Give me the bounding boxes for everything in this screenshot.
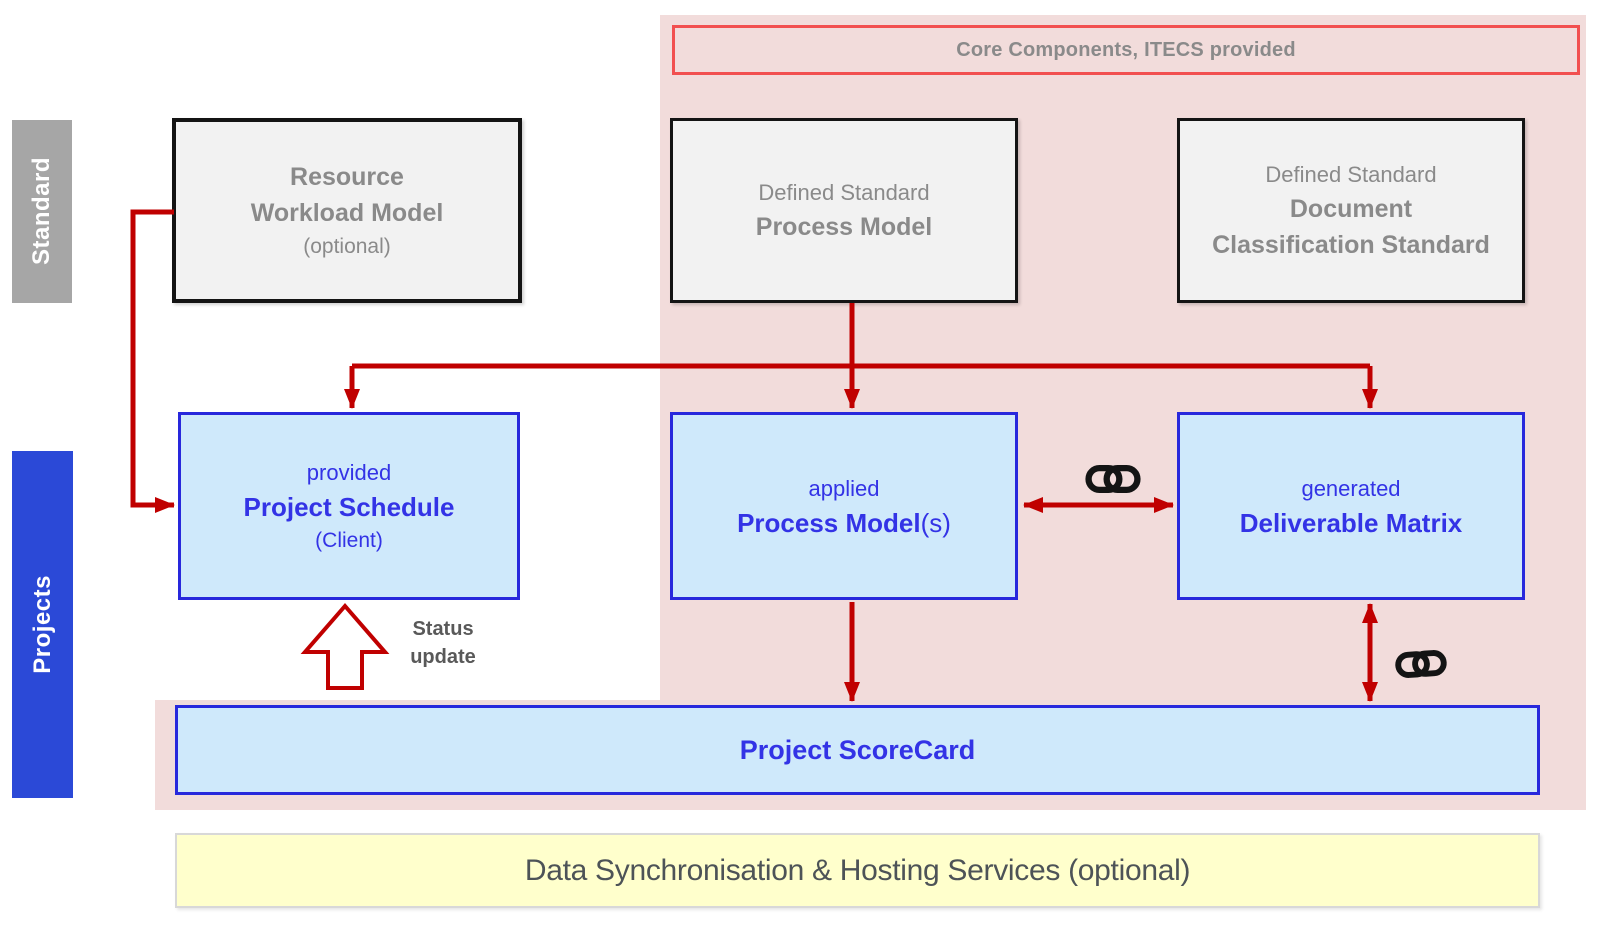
chain-link-icon (1085, 464, 1141, 494)
core-components-label-text: Core Components, ITECS provided (956, 38, 1296, 61)
core-components-label: Core Components, ITECS provided (672, 25, 1580, 75)
document-classification-standard-box: Defined Standard Document Classification… (1177, 118, 1525, 303)
resource-title-line2: Workload Model (250, 198, 444, 227)
applied-title-suffix: (s) (920, 507, 951, 538)
doc-std-title-line1: Document (1289, 195, 1413, 223)
scorecard-title: Project ScoreCard (739, 735, 976, 765)
process-std-pre: Defined Standard (758, 180, 930, 205)
sidebar-standard-label: Standard (28, 157, 55, 266)
sidebar-projects: Projects (12, 451, 73, 798)
applied-title-bold: Process Model (737, 507, 921, 538)
link-icon (1393, 644, 1449, 684)
doc-std-pre: Defined Standard (1265, 162, 1437, 187)
arrow-resource-to-schedule (130, 209, 175, 513)
matrix-title: Deliverable Matrix (1239, 507, 1463, 538)
status-update-label: Status update (383, 615, 503, 671)
schedule-subtitle: (Client) (315, 528, 383, 552)
sidebar-projects-label: Projects (28, 575, 56, 674)
chain-link-icon (1395, 650, 1447, 678)
resource-subtitle: (optional) (303, 234, 391, 258)
status-update-arrow (300, 602, 390, 690)
link-icon (1084, 460, 1142, 498)
schedule-pre: provided (306, 459, 392, 485)
deliverable-matrix-box: generated Deliverable Matrix (1177, 412, 1525, 600)
process-model-standard-box: Defined Standard Process Model (670, 118, 1018, 303)
applied-title: Process Model(s) (737, 505, 951, 541)
resource-title-line1: Resource (290, 162, 404, 191)
resource-workload-model-box: Resource Workload Model (optional) (172, 118, 522, 303)
process-std-title: Process Model (755, 213, 933, 241)
matrix-pre: generated (1301, 475, 1401, 501)
applied-pre: applied (808, 475, 880, 501)
sidebar-standard: Standard (12, 120, 72, 303)
doc-std-title-line2: Classification Standard (1212, 231, 1490, 259)
project-schedule-box: provided Project Schedule (Client) (178, 412, 520, 600)
schedule-title: Project Schedule (243, 491, 455, 522)
hosting-services-label: Data Synchronisation & Hosting Services … (524, 853, 1191, 887)
hosting-services-box: Data Synchronisation & Hosting Services … (175, 833, 1540, 908)
status-update-line2: update (410, 646, 476, 668)
project-scorecard-box: Project ScoreCard (175, 705, 1540, 795)
status-update-line1: Status (412, 618, 474, 640)
applied-process-model-box: applied Process Model(s) (670, 412, 1018, 600)
